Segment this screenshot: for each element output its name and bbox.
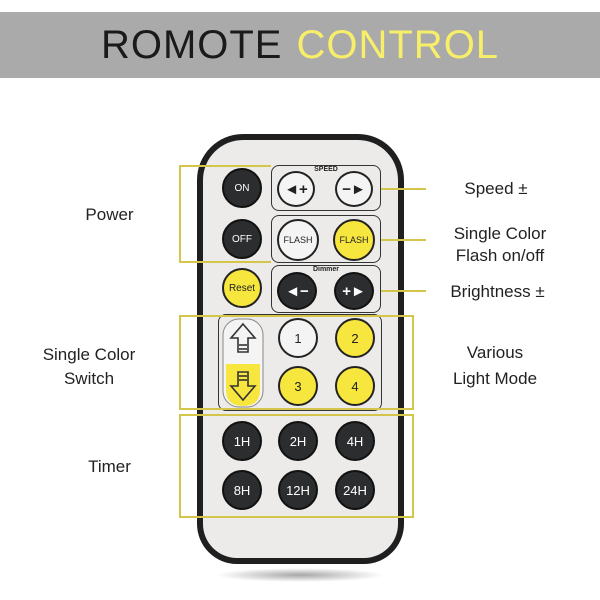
mode-3-button[interactable]: 3 — [278, 366, 318, 406]
color-switch-group — [218, 314, 382, 411]
mode-bracket-side — [412, 315, 414, 410]
dimmer-group — [271, 265, 381, 313]
speed-pointer — [381, 188, 426, 190]
timer-1h-button[interactable]: 1H — [222, 421, 262, 461]
speed-group — [271, 165, 381, 211]
timer-bracket-top — [179, 414, 414, 416]
arrow-down-icon — [229, 371, 257, 402]
mode-bracket-bottom — [271, 408, 414, 410]
switch-bracket-top — [179, 315, 271, 317]
title-part-2: CONTROL — [296, 22, 500, 67]
on-button[interactable]: ON — [222, 168, 262, 208]
off-button[interactable]: OFF — [222, 219, 262, 259]
brightness-up-button[interactable]: +► — [334, 272, 374, 310]
brightness-label: Brightness ± — [450, 282, 545, 301]
speed-up-button[interactable]: ◄+ — [277, 171, 315, 207]
flash-label-line1: Single Color — [453, 224, 547, 243]
speed-label: Speed ± — [464, 179, 528, 198]
power-bracket-side — [179, 165, 181, 263]
reset-button[interactable]: Reset — [222, 268, 262, 308]
switch-label-line1: Single Color — [42, 345, 136, 364]
flash-label-line2: Flash on/off — [455, 246, 545, 265]
timer-bracket-right — [412, 414, 414, 518]
mode-label-line2: Light Mode — [452, 369, 538, 388]
timer-12h-button[interactable]: 12H — [278, 470, 318, 510]
power-label: Power — [85, 205, 134, 224]
mode-2-button[interactable]: 2 — [335, 318, 375, 358]
dimmer-group-label: Dimmer — [312, 266, 340, 273]
switch-bracket-side — [179, 315, 181, 410]
speed-down-button[interactable]: −► — [335, 171, 373, 207]
brightness-pointer — [381, 290, 426, 292]
flash-pointer — [381, 239, 426, 241]
speed-group-label: SPEED — [314, 166, 338, 173]
timer-bracket-bottom — [179, 516, 414, 518]
flash-group — [271, 215, 381, 263]
mode-1-button[interactable]: 1 — [278, 318, 318, 358]
timer-2h-button[interactable]: 2H — [278, 421, 318, 461]
arrow-up-icon — [229, 322, 257, 353]
mode-4-button[interactable]: 4 — [335, 366, 375, 406]
brightness-down-button[interactable]: ◄− — [277, 272, 317, 310]
timer-4h-button[interactable]: 4H — [335, 421, 375, 461]
title-banner: ROMOTE CONTROL — [0, 12, 600, 78]
timer-bracket-left — [179, 414, 181, 518]
flash-off-button[interactable]: FLASH — [277, 219, 319, 261]
power-bracket-top — [179, 165, 271, 167]
title-part-1: ROMOTE — [100, 22, 283, 67]
mode-label-line1: Various — [466, 343, 524, 362]
switch-label-line2: Switch — [63, 369, 115, 388]
remote-shadow — [215, 568, 385, 582]
timer-8h-button[interactable]: 8H — [222, 470, 262, 510]
flash-on-button[interactable]: FLASH — [333, 219, 375, 261]
timer-label: Timer — [88, 457, 131, 476]
timer-24h-button[interactable]: 24H — [335, 470, 375, 510]
switch-bracket-bottom — [179, 408, 271, 410]
power-bracket-bottom — [179, 261, 271, 263]
color-switch-rocker[interactable] — [222, 318, 264, 408]
mode-bracket-top — [271, 315, 414, 317]
